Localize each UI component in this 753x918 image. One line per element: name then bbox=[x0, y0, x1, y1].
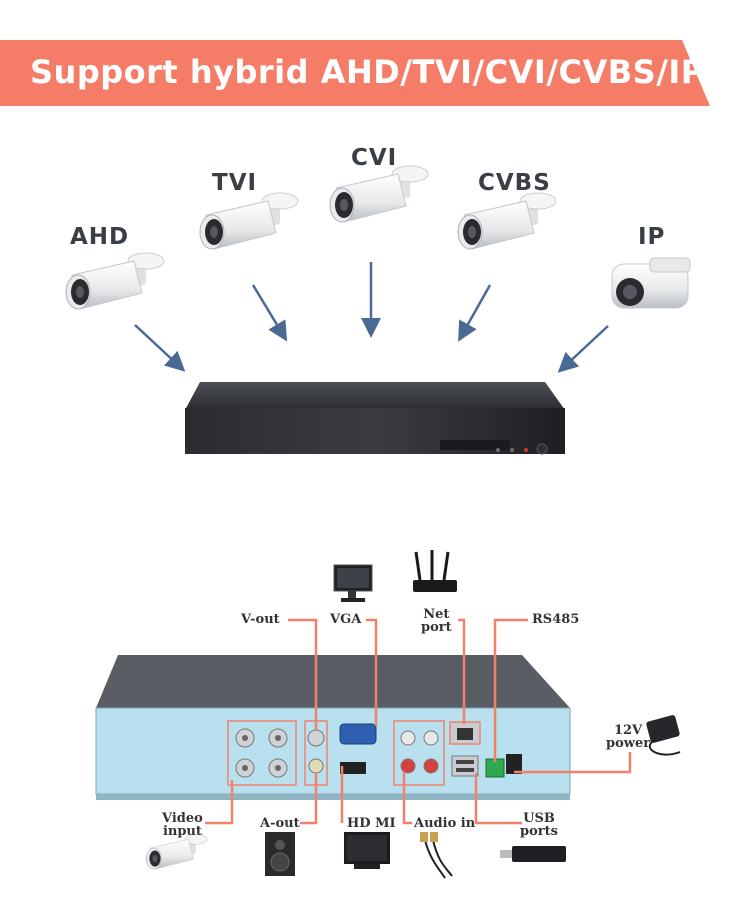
hdmi-monitor-icon bbox=[344, 832, 390, 869]
camera-tvi-icon bbox=[199, 192, 299, 250]
usb-stick-icon bbox=[500, 846, 566, 862]
label-net-port: Net port bbox=[421, 607, 452, 635]
dvr-rear-panel bbox=[95, 655, 571, 800]
banner-title: Support hybrid AHD/TVI/CVI/CVBS/IP bbox=[30, 53, 705, 91]
label-usb-ports: USB ports bbox=[520, 811, 558, 839]
dvr-front-icon bbox=[185, 382, 565, 455]
camera-label-ip: IP bbox=[638, 224, 666, 250]
label-aout: A-out bbox=[260, 816, 300, 831]
camera-video-input-icon bbox=[145, 834, 208, 870]
label-hdmi: HD MI bbox=[347, 816, 396, 831]
camera-ahd-icon bbox=[65, 252, 165, 310]
label-12v-power: 12V power bbox=[606, 723, 651, 751]
label-vga: VGA bbox=[330, 612, 362, 627]
camera-label-ahd: AHD bbox=[70, 224, 130, 250]
arrows bbox=[134, 262, 609, 373]
camera-cvbs-icon bbox=[457, 192, 557, 250]
camera-label-tvi: TVI bbox=[212, 170, 258, 196]
label-video-input: Video input bbox=[162, 811, 203, 839]
audio-cable-icon bbox=[420, 832, 453, 879]
title-banner: Support hybrid AHD/TVI/CVI/CVBS/IP bbox=[0, 40, 710, 106]
monitor-icon bbox=[333, 564, 373, 602]
label-rs485: RS485 bbox=[532, 612, 580, 627]
label-vout: V-out bbox=[241, 612, 280, 627]
camera-ip-icon bbox=[611, 257, 691, 309]
speaker-icon bbox=[265, 832, 295, 876]
camera-label-cvi: CVI bbox=[351, 145, 398, 171]
label-audio-in: Audio in bbox=[414, 816, 476, 831]
camera-label-cvbs: CVBS bbox=[478, 170, 551, 196]
power-adapter-icon bbox=[646, 715, 681, 756]
banner-shape bbox=[0, 40, 710, 106]
router-icon bbox=[413, 550, 457, 592]
connector-lines bbox=[205, 618, 632, 825]
camera-cvi-icon bbox=[329, 165, 429, 223]
